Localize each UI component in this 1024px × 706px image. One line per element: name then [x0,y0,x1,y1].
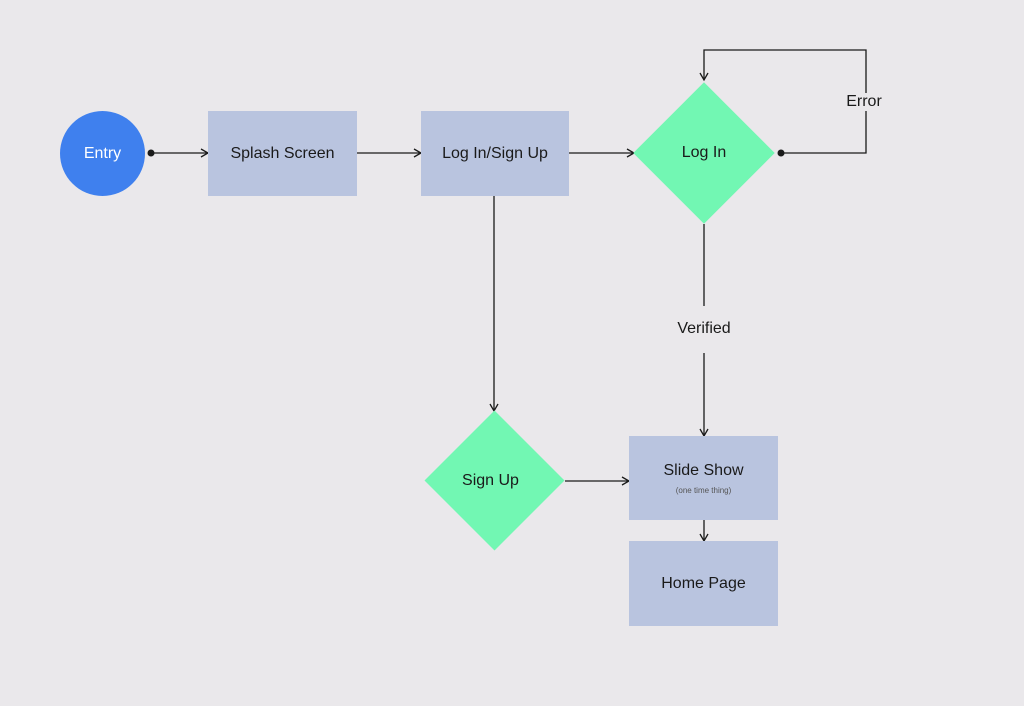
login-signup-label: Log In/Sign Up [442,144,548,162]
signup-decision-label: Sign Up [462,471,519,489]
edge-login-error-loop [699,49,867,154]
home-page-label: Home Page [661,574,746,592]
slideshow-node: Slide Show (one time thing) [629,436,778,520]
splash-screen-node: Splash Screen [208,111,357,196]
login-signup-node: Log In/Sign Up [421,111,569,196]
splash-screen-label: Splash Screen [230,144,335,162]
login-decision-label: Log In [681,144,727,161]
slideshow-label: Slide Show [663,461,744,479]
slideshow-note: (one time thing) [675,485,732,495]
entry-node: Entry [60,111,145,196]
entry-label: Entry [83,144,122,162]
error-edge-label: Error [838,93,890,111]
verified-edge-label: Verified [668,320,740,338]
home-page-node: Home Page [629,541,778,626]
